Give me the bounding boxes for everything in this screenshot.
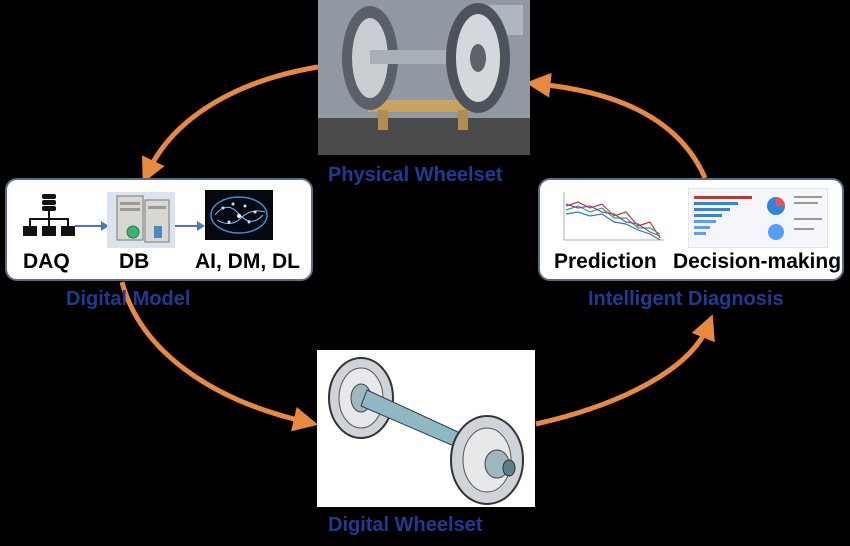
physical-wheelset-label: Physical Wheelset	[328, 164, 503, 186]
line-chart-thumbnail	[556, 188, 668, 248]
arrow-digital-to-diagnosis	[535, 314, 715, 427]
digital-model-label: Digital Model	[66, 288, 191, 310]
daq-label: DAQ	[23, 250, 70, 273]
arrow-diagnosis-to-physical	[525, 72, 708, 179]
decision-making-label: Decision-making	[673, 250, 842, 273]
ai-dm-dl-label: AI, DM, DL	[195, 250, 300, 273]
arrow-physical-to-model	[142, 64, 319, 184]
server-icon	[107, 192, 175, 248]
connector-arrow	[75, 221, 109, 231]
brain-network-icon	[205, 190, 273, 240]
connector-arrow	[175, 221, 205, 231]
physical-wheelset-photo	[318, 0, 530, 155]
db-label: DB	[119, 250, 150, 273]
digital-wheelset-render	[317, 350, 535, 507]
prediction-label: Prediction	[554, 250, 657, 273]
digital-model-panel: DAQ DB AI, DM, DL	[5, 178, 313, 281]
digital-wheelset-label: Digital Wheelset	[328, 514, 483, 536]
intelligent-diagnosis-panel: Prediction Decision-making	[538, 178, 844, 281]
database-network-icon	[23, 194, 75, 236]
arrow-model-to-digital	[119, 281, 319, 432]
dashboard-thumbnail	[688, 188, 828, 248]
intelligent-diagnosis-label: Intelligent Diagnosis	[588, 288, 784, 310]
